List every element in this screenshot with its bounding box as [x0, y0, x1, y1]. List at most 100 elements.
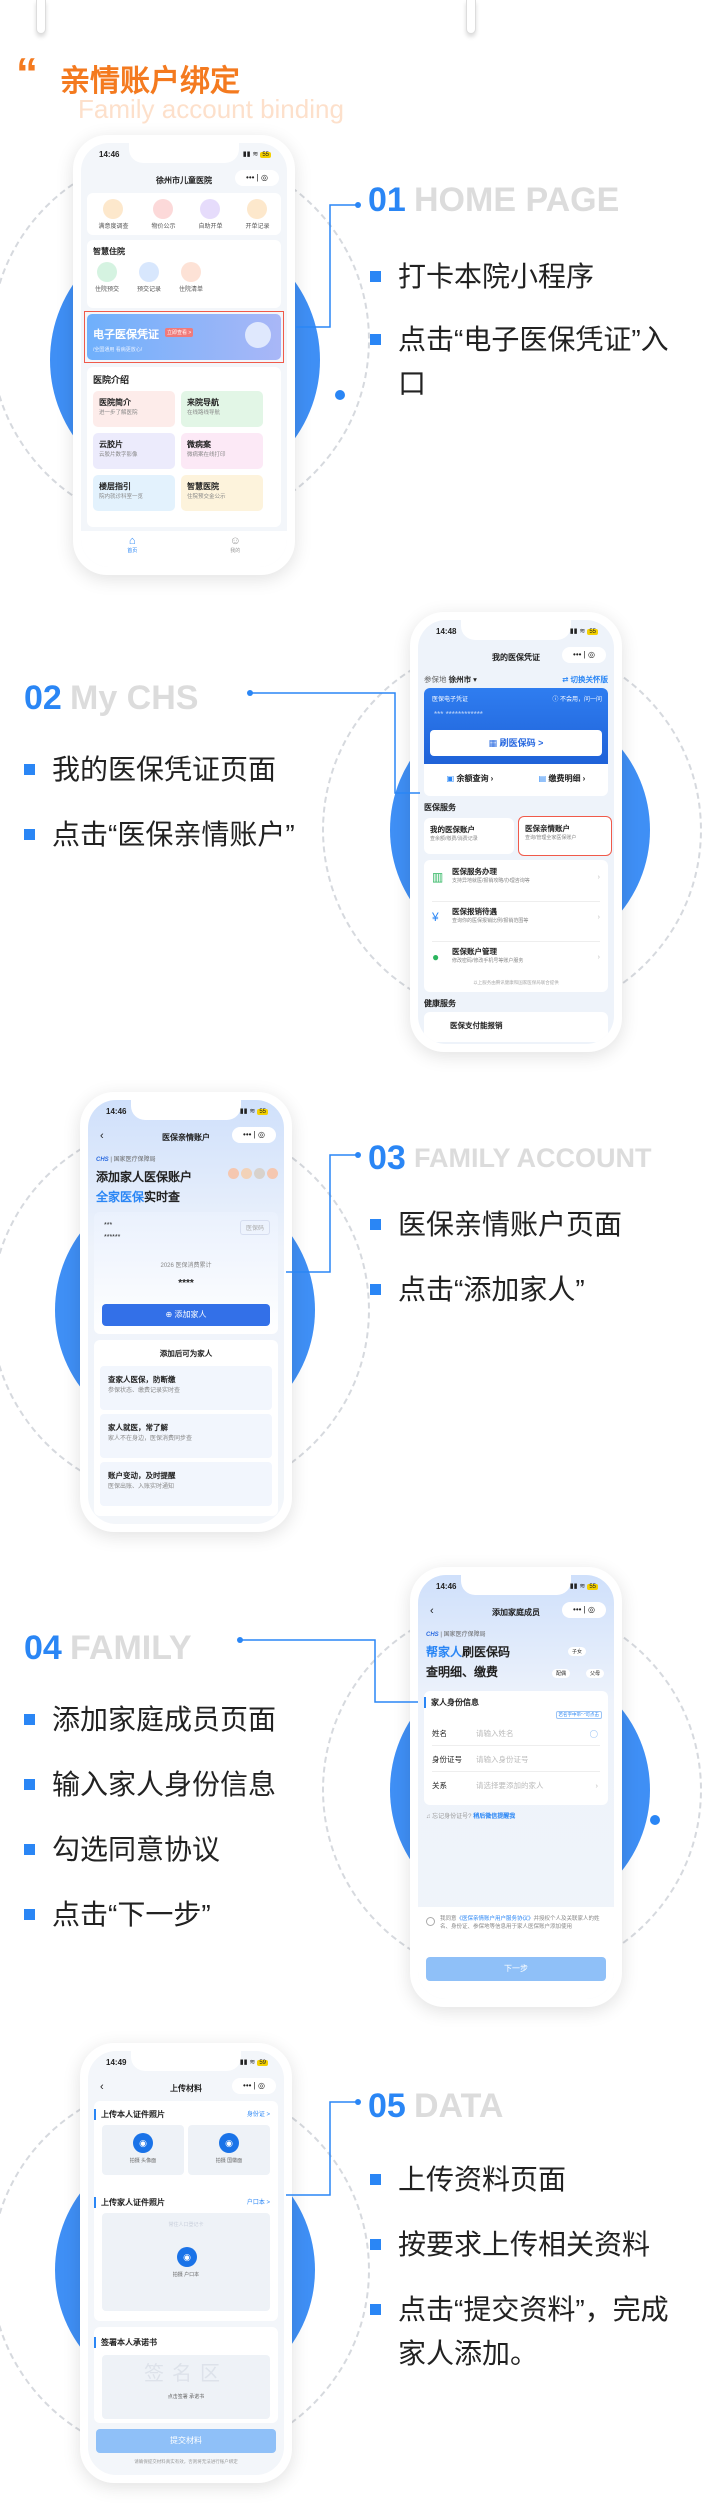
scan-code-button[interactable]: ▦ 刷医保码 > [430, 730, 602, 756]
top-icon-row: 满意度调查 物价公示 自助开单 开单记录 [87, 193, 281, 235]
agree-checkbox[interactable] [426, 1917, 435, 1926]
insurance-code-button[interactable]: 医保码 [239, 1220, 270, 1235]
service-list: ▥医保服务办理支持异地就医/报销攻略/办理咨询等› ¥医保报销待遇查询你的医保报… [424, 860, 608, 992]
upload-id-back[interactable]: ◉拍摄 国徽面 [188, 2125, 270, 2175]
hospital-intro-section: 医院介绍 医院简介进一步了解医院 来院导航在线路线导航 云胶片云胶片数字影像 微… [87, 367, 281, 527]
id-upload-section: 上传本人证件照片 身份证 > ◉拍摄 头像面 ◉拍摄 国徽面 上传家人证件照片 … [94, 2101, 278, 2321]
phone-family-account: 14:46 ▮▮ ≋ 55 ‹ 医保亲情账户 ••• | ◎ CHS | 国家医… [80, 1092, 292, 1532]
card-floor-guide[interactable]: 楼层指引院内就诊科室一览 [93, 475, 175, 511]
step-3-bullet: 点击“添加家人” [370, 1268, 690, 1312]
icon-order-record[interactable]: 开单记录 [245, 198, 270, 230]
remind-me-link[interactable]: 稍后微信提醒我 [473, 1814, 516, 1820]
capsule-menu-button[interactable]: ••• | ◎ [235, 170, 279, 186]
hukou-link[interactable]: 户口本 > [246, 2200, 270, 2206]
card-micro-record[interactable]: 微病案微病案在线打印 [181, 433, 263, 469]
card-cloud-film[interactable]: 云胶片云胶片数字影像 [93, 433, 175, 469]
help-link[interactable]: ⓘ 不会用，问一问 [552, 697, 602, 703]
back-button[interactable]: ‹ [430, 1605, 434, 1617]
card-navigation[interactable]: 来院导航在线路线导航 [181, 391, 263, 427]
benefit-item: 查家人医保，防断缴参保状态、缴费记录实时查 [100, 1366, 272, 1410]
medical-insurance-banner[interactable]: 电子医保凭证 立即查看 > /全国通用 看病更放心/ [84, 311, 284, 363]
step-5-bullet: 上传资料页面 [370, 2158, 690, 2202]
payment-detail-button[interactable]: ▤ 缴费明细 › [538, 774, 586, 783]
step-4-num: 04 [24, 1629, 62, 1667]
benefit-item: 账户变动，及时提醒医保出账、入账实时通知 [100, 1462, 272, 1506]
view-now-button[interactable]: 立即查看 > [165, 328, 194, 337]
relation-select[interactable]: 关系请选择要添加的家人› [432, 1781, 598, 1790]
phone-add-family-member: 14:46 ▮▮ ≋ 55 ‹ 添加家庭成员 ••• | ◎ CHS | 国家医… [410, 1567, 622, 2007]
icon-price-notice[interactable]: 物价公示 [151, 198, 176, 230]
list-item[interactable]: ▥医保服务办理支持异地就医/报销攻略/办理咨询等› [432, 866, 600, 902]
step-2-bullet: 我的医保凭证页面 [24, 748, 344, 792]
agreement-link[interactable]: 《医保亲情账户用户服务协议》 [456, 1916, 534, 1922]
step-1-bullet: 打卡本院小程序 [370, 255, 690, 299]
home-icon: ⌂ [128, 535, 136, 547]
icon-inpatient-list[interactable]: 住院清单 [179, 262, 203, 293]
status-time: 14:46 [436, 1582, 457, 1591]
status-icons: ▮▮ ≋ 55 [569, 628, 598, 635]
tab-home[interactable]: ⌂首页 [127, 535, 138, 554]
id-card-link[interactable]: 身份证 > [246, 2112, 270, 2118]
phone-upload-materials: 14:49 ▮▮ ≋ 59 ‹ 上传材料 ••• | ◎ 上传本人证件照片 身份… [80, 2043, 292, 2483]
add-family-button[interactable]: ⊕ 添加家人 [102, 1304, 270, 1326]
section-title: 智慧住院 [93, 247, 125, 256]
nav-title: 添加家庭成员 [492, 1608, 540, 1617]
list-item[interactable]: ●医保账户管理修改密码/修改手机号等账户服务› [432, 947, 600, 964]
next-step-button[interactable]: 下一步 [426, 1957, 606, 1981]
step-4-en: FAMILY [70, 1629, 192, 1667]
chs-logo: CHS | 国家医疗保障局 [426, 1632, 486, 1638]
submit-materials-button[interactable]: 提交材料 [96, 2429, 276, 2453]
capsule-menu-button[interactable]: ••• | ◎ [232, 1127, 276, 1143]
card-hospital-intro[interactable]: 医院简介进一步了解医院 [93, 391, 175, 427]
smart-hospital-section: 智慧住院 住院预交 预交记录 住院清单 [87, 240, 281, 308]
icon-self-order[interactable]: 自助开单 [198, 198, 223, 230]
care-mode-toggle[interactable]: ⇄ 切换关怀版 [562, 675, 608, 684]
commitment-section: 签署本人承诺书 签名区点击签署 承诺书 [94, 2327, 278, 2423]
balance-query-button[interactable]: ▣ 余额查询 › [446, 774, 494, 783]
insurance-card: 医保电子凭证 ⓘ 不会用，问一问 *** ************ ▦ 刷医保码… [424, 688, 608, 796]
status-icons: ▮▮ ≋ 55 [569, 1583, 598, 1590]
icon-inpatient-prepay[interactable]: 住院预交 [95, 262, 119, 293]
list-item[interactable]: 医保支付能报销 [424, 1012, 608, 1042]
step-4-bullet: 点击“下一步” [24, 1893, 344, 1937]
icon-satisfaction-survey[interactable]: 满意度调查 [98, 198, 129, 230]
phone-home-page: 14:46 ▮▮ ≋ 55 徐州市儿童医院 ••• | ◎ 满意度调查 物价公示… [73, 135, 295, 575]
tab-mine[interactable]: ☺我的 [229, 535, 241, 554]
status-time: 14:46 [106, 1107, 127, 1116]
icon-prepay-record[interactable]: 预交记录 [137, 262, 161, 293]
capsule-menu-button[interactable]: ••• | ◎ [562, 647, 606, 663]
tag-parents: 父母 [586, 1669, 605, 1678]
my-account-card[interactable]: 我的医保账户查余额/缴费/消费记录 [424, 818, 514, 854]
step-1-bullet: 点击“电子医保凭证”入口 [370, 318, 670, 406]
benefit-item: 家人就医，常了解家人不在身边，医保消费同步查 [100, 1414, 272, 1458]
name-field[interactable]: 姓名请输入姓名◯ [432, 1721, 600, 1746]
status-time: 14:48 [436, 627, 457, 636]
quote-icon: “ [16, 49, 38, 98]
amount: **** [178, 1278, 194, 1289]
masked-card-number: *** ************ [434, 710, 483, 719]
family-account-card[interactable]: 医保亲情账户查询/管理全家医保账户 [518, 816, 612, 856]
card-smart-hospital[interactable]: 智慧医院住院预交金公示 [181, 475, 263, 511]
upload-id-front[interactable]: ◉拍摄 头像面 [102, 2125, 184, 2175]
camera-icon: ◉ [219, 2133, 239, 2153]
card-title: 医保电子凭证 [432, 697, 469, 703]
id-number-field[interactable]: 身份证号请输入身份证号 [432, 1747, 600, 1772]
region-selector[interactable]: 参保地 徐州市 ▾ [424, 675, 477, 684]
tooltip: 若名字中带“·”可点击 [555, 1711, 602, 1719]
identity-form: 家人身份信息 若名字中带“·”可点击 姓名请输入姓名◯ 身份证号请输入身份证号 … [424, 1691, 608, 1805]
status-icons: ▮▮ ≋ 55 [239, 1108, 268, 1115]
capsule-menu-button[interactable]: ••• | ◎ [232, 2078, 276, 2094]
capsule-menu-button[interactable]: ••• | ◎ [562, 1602, 606, 1618]
status-time: 14:49 [106, 2058, 127, 2067]
back-button[interactable]: ‹ [100, 2081, 104, 2093]
upload-hukou[interactable]: 常住人口登记卡◉拍摄 户口本 [102, 2213, 270, 2311]
back-button[interactable]: ‹ [100, 1130, 104, 1142]
step-1-en: HOME PAGE [414, 181, 620, 219]
signature-area[interactable]: 签名区点击签署 承诺书 [102, 2355, 270, 2419]
step-5-en: DATA [414, 2087, 504, 2125]
list-item[interactable]: ¥医保报销待遇查询你的医保报销比例/报销范围等› [432, 906, 600, 942]
step-3-bullet: 医保亲情账户页面 [370, 1203, 690, 1247]
forgot-id-hint: ♫ 忘记身份证号? 稍后微信提醒我 [426, 1814, 516, 1820]
step-1-num: 01 [368, 181, 406, 219]
step-3-en: FAMILY ACCOUNT [414, 1143, 652, 1173]
